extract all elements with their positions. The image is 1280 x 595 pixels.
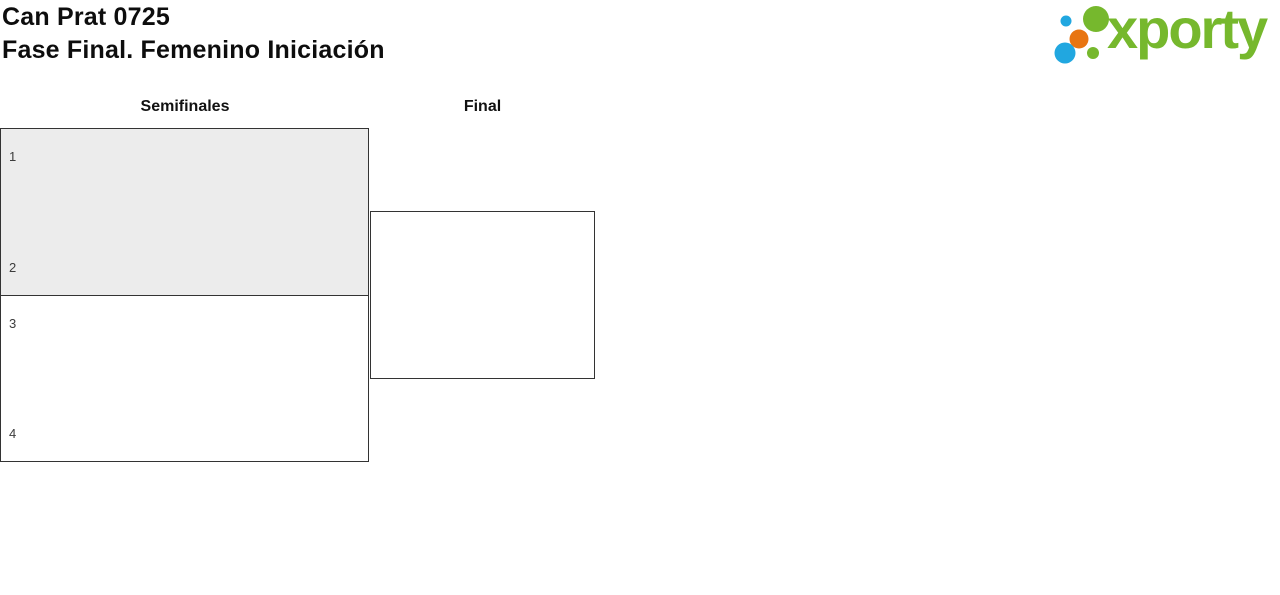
seed-number: 1 (9, 149, 17, 164)
seed-number: 3 (9, 315, 17, 331)
round-header-semifinales: Semifinales (140, 98, 230, 115)
xporty-logo: xporty (1050, 0, 1278, 75)
phase-name: Fase Final. Femenino Iniciación (2, 36, 385, 64)
seed-number: 2 (9, 259, 17, 275)
match-semifinal-2[interactable]: 3 4 (1, 295, 368, 461)
round-header-final: Final (463, 98, 502, 115)
match-semifinal-1[interactable]: 1 2 (1, 129, 368, 296)
seed-number: 4 (9, 426, 17, 441)
match-final[interactable] (370, 211, 595, 379)
semifinals-container: 1 2 3 4 (0, 128, 369, 462)
tournament-name: Can Prat 0725 (2, 3, 170, 31)
xporty-dots-icon (1054, 6, 1109, 64)
page-title: Can Prat 0725 Fase Final. Femenino Inici… (2, 1, 385, 67)
xporty-logo-text: xporty (1107, 0, 1268, 60)
